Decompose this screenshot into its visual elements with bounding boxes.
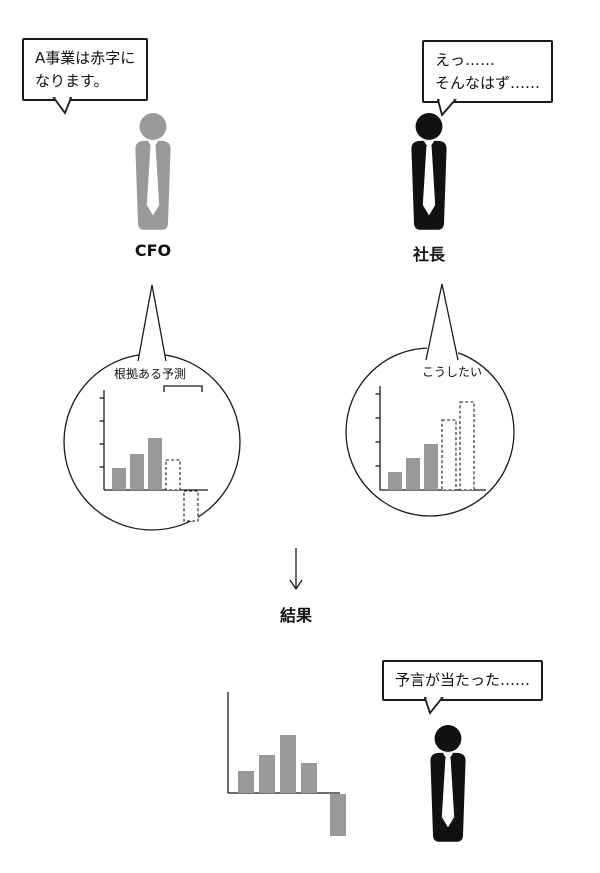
speech-tail-icon (423, 695, 444, 715)
speech-tail-icon (52, 96, 73, 115)
speech-tail-icon (436, 98, 457, 117)
cfo-person-icon (135, 113, 171, 230)
desire-chart (375, 386, 486, 491)
caret-mask (427, 346, 458, 358)
cfo-label: CFO (134, 241, 172, 260)
result-person-icon (430, 725, 466, 842)
bubble-line: なります。 (35, 71, 109, 90)
cfo-thought-pointer-icon (137, 284, 167, 362)
bubble-line: えっ…… (435, 51, 496, 69)
result-speech-bubble: 予言が当たった…… (382, 660, 544, 715)
down-arrow-icon (289, 548, 303, 591)
bubble-line: そんなはず…… (435, 73, 541, 92)
bubble-line: A事業は赤字に (35, 49, 136, 67)
desire-chart-label: こうしたい (422, 365, 482, 379)
result-chart (227, 692, 346, 836)
president-speech-bubble: えっ…… そんなはず…… (422, 40, 554, 117)
forecast-chart (99, 385, 208, 522)
president-person-icon (411, 113, 447, 230)
president-thought-pointer-icon (425, 283, 459, 361)
president-label: 社長 (412, 245, 445, 264)
cfo-speech-bubble: A事業は赤字に なります。 (22, 38, 149, 115)
bubble-line: 予言が当たった…… (395, 671, 531, 689)
caret-mask (139, 349, 165, 361)
forecast-chart-label: 根拠ある予測 (114, 367, 186, 381)
result-heading: 結果 (279, 606, 312, 625)
